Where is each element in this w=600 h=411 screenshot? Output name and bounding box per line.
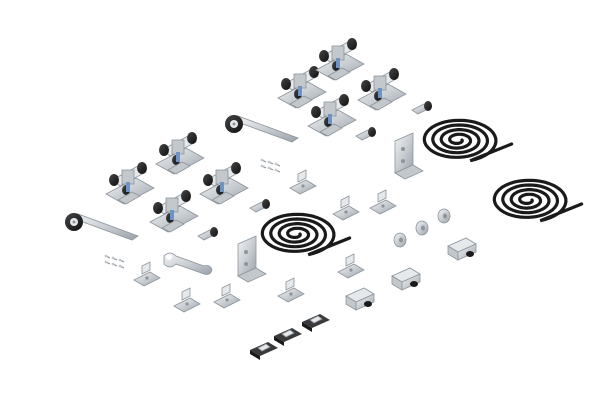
small-clip-6 [213, 283, 241, 309]
end-cap-4 [411, 101, 432, 115]
washer-2 [415, 220, 429, 236]
damper-block-2 [391, 267, 421, 291]
small-clip-3 [369, 189, 397, 215]
end-cap-3 [197, 227, 218, 241]
wall-bracket-2 [237, 235, 267, 283]
spring-coil-1 [422, 118, 514, 163]
damper-block-1 [345, 287, 375, 311]
small-clip-8 [337, 253, 365, 279]
small-clip-5 [173, 287, 201, 313]
small-clip-4 [133, 261, 161, 287]
spring-coil-3 [260, 212, 352, 257]
roller-carriage-6 [155, 132, 205, 175]
damper-block-3 [447, 237, 477, 261]
roller-carriage-3 [357, 68, 407, 111]
stopper-1 [302, 314, 330, 332]
roller-carriage-8 [149, 190, 199, 233]
roller-carriage-4 [307, 94, 357, 137]
washer-1 [393, 232, 407, 248]
wrench [163, 252, 213, 275]
roller-carriage-7 [199, 162, 249, 205]
arm-roller-lower [65, 213, 139, 241]
stopper-3 [250, 342, 278, 360]
roller-carriage-1 [277, 66, 327, 109]
stopper-2 [274, 328, 302, 346]
roller-carriage-2 [315, 38, 365, 81]
end-cap-1 [355, 127, 376, 141]
end-cap-2 [249, 199, 270, 213]
small-clip-1 [289, 169, 317, 195]
spring-coil-2 [492, 178, 584, 223]
arm-roller-upper [225, 115, 299, 143]
screw-set-1 [260, 158, 281, 173]
roller-carriage-5 [105, 162, 155, 205]
parts-layer [65, 38, 584, 360]
wall-bracket-1 [394, 132, 424, 180]
screw-set-2 [104, 254, 125, 269]
small-clip-7 [277, 277, 305, 303]
washer-3 [437, 208, 451, 224]
small-clip-2 [332, 195, 360, 221]
